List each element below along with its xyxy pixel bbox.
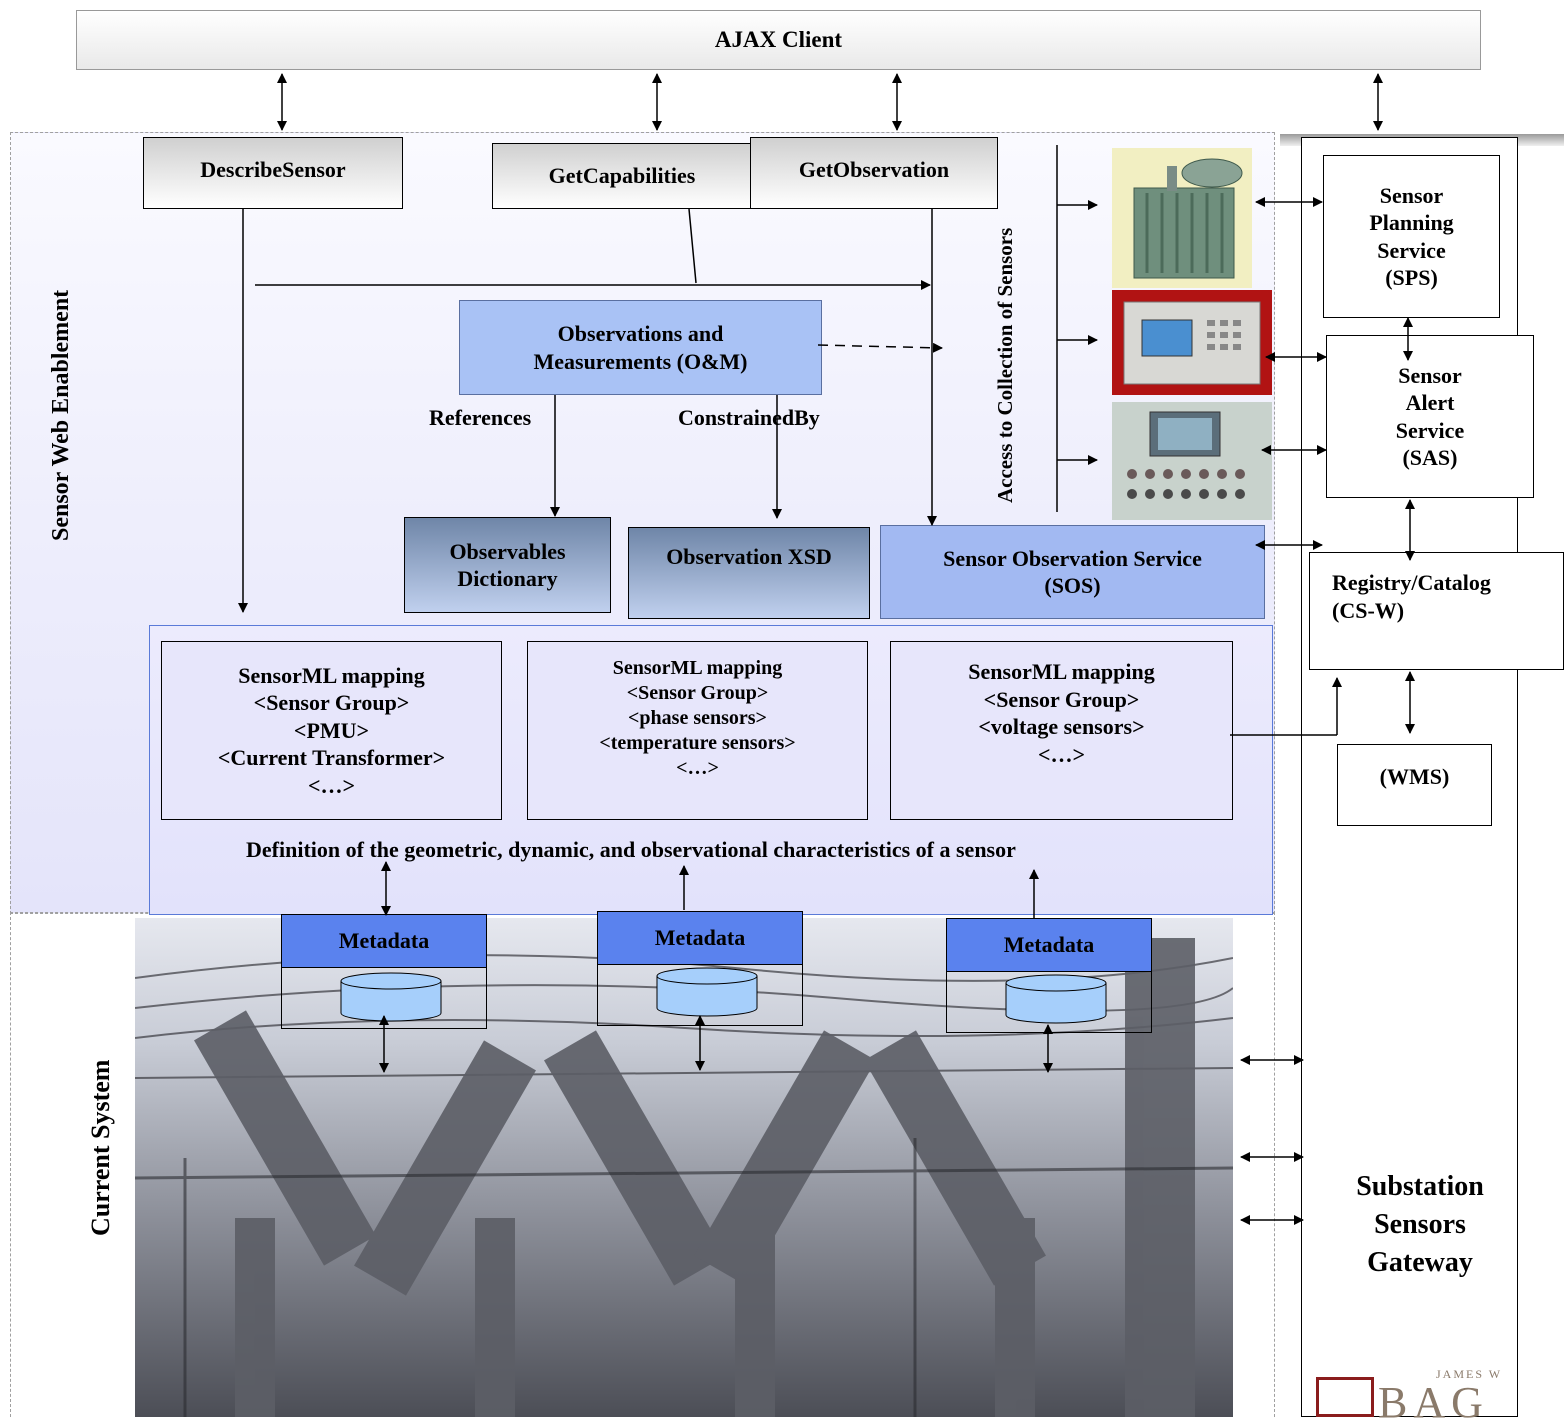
definition-text: Definition of the geometric, dynamic, an… [246,837,1016,862]
describe-sensor-label: DescribeSensor [200,157,346,182]
gateway-line2: Sensors [1374,1209,1466,1240]
sensorml1-line4: <Current Transformer> [217,745,446,771]
sensorml-box-2: SensorML mapping <Sensor Group> <phase s… [527,641,868,820]
metadata-label-2: Metadata [597,911,803,965]
database-icon [340,972,442,1022]
logo-top-text: JAMES W [1436,1367,1503,1381]
transformer-photo [1112,148,1252,288]
sensorml1-line5: <…> [307,772,356,798]
access-sensors-label: Access to Collection of Sensors [993,227,1017,503]
database-icon [656,967,758,1017]
sensorml2-line2: <Sensor Group> [626,682,769,704]
sensorml3-line1: SensorML mapping [968,659,1155,684]
sensorml2-line1: SensorML mapping [612,657,783,679]
sps-box: Sensor Planning Service (SPS) [1323,155,1500,318]
metadata-label-1: Metadata [281,914,487,968]
sensorml-box-1: SensorML mapping <Sensor Group> <PMU> <C… [161,641,502,820]
sps-line3: Service [1377,237,1446,263]
current-system-side-label: Current System [86,1059,115,1236]
sas-line3: Service [1395,417,1465,443]
gateway-line3: Gateway [1367,1247,1473,1278]
sensorml2-line5: <…> [676,757,719,779]
swe-side-label: Sensor Web Enablement [48,289,74,541]
registry-box: Registry/Catalog (CS-W) [1309,552,1564,670]
sas-line2: Alert [1405,390,1455,415]
observables-dictionary-box: Observables Dictionary [404,517,611,613]
sps-line1: Sensor [1379,182,1444,208]
sensorml1-line2: <Sensor Group> [253,690,410,716]
sos-box: Sensor Observation Service (SOS) [880,525,1265,619]
metadata-block-1: Metadata [281,914,487,1029]
registry-line2: (CS-W) [1332,597,1405,623]
registry-line1: Registry/Catalog [1332,570,1491,595]
sensorml-box-3: SensorML mapping <Sensor Group> <voltage… [890,641,1233,820]
wms-box: (WMS) [1337,744,1492,826]
constrained-by-label: ConstrainedBy [678,405,820,430]
database-icon [1005,974,1107,1024]
metadata-label-3: Metadata [946,918,1152,972]
get-capabilities-box: GetCapabilities [492,143,752,209]
gateway-line1: Substation [1356,1171,1484,1202]
observation-xsd-box: Observation XSD [628,527,870,619]
sensorml1-line1: SensorML mapping [238,662,425,688]
references-label: References [429,405,532,430]
get-observation-box: GetObservation [750,137,998,209]
ajax-client-label: AJAX Client [714,26,843,52]
sos-line2: (SOS) [1044,573,1101,598]
sps-line4: (SPS) [1385,265,1438,290]
get-observation-label: GetObservation [798,157,950,182]
sensorml3-line2: <Sensor Group> [983,686,1140,712]
sensorml2-line4: <temperature sensors> [599,732,796,754]
observables-line1: Observables [449,538,566,564]
control-panel-photo [1112,402,1272,520]
logo-shield-icon [1316,1377,1374,1417]
metadata-block-2: Metadata [597,911,803,1026]
sas-box: Sensor Alert Service (SAS) [1326,335,1534,498]
sps-line2: Planning [1369,210,1454,235]
observables-line2: Dictionary [457,566,558,591]
om-line1: Observations and [557,321,724,346]
sas-line1: Sensor [1398,362,1462,388]
sensorml3-line4: <…> [1037,741,1086,767]
get-capabilities-label: GetCapabilities [548,163,696,189]
sensorml3-line3: <voltage sensors> [978,714,1145,739]
logo-bottom-text: BAG [1378,1378,1489,1427]
ajax-client-bar: AJAX Client [76,10,1481,70]
describe-sensor-box: DescribeSensor [143,137,403,209]
sensorml2-line3: <phase sensors> [628,707,767,729]
university-logo: JAMES W BAG [1316,1367,1564,1427]
observation-xsd-label: Observation XSD [666,544,832,569]
sas-line4: (SAS) [1402,445,1458,470]
metadata-block-3: Metadata [946,918,1152,1033]
sos-line1: Sensor Observation Service [943,545,1202,571]
sensorml1-line3: <PMU> [293,717,370,743]
om-line2: Measurements (O&M) [533,348,748,374]
gateway-label: Substation Sensors Gateway [1320,1168,1520,1282]
wms-label: (WMS) [1379,764,1450,789]
monitor-device-photo [1112,290,1272,395]
om-box: Observations and Measurements (O&M) [459,300,822,395]
